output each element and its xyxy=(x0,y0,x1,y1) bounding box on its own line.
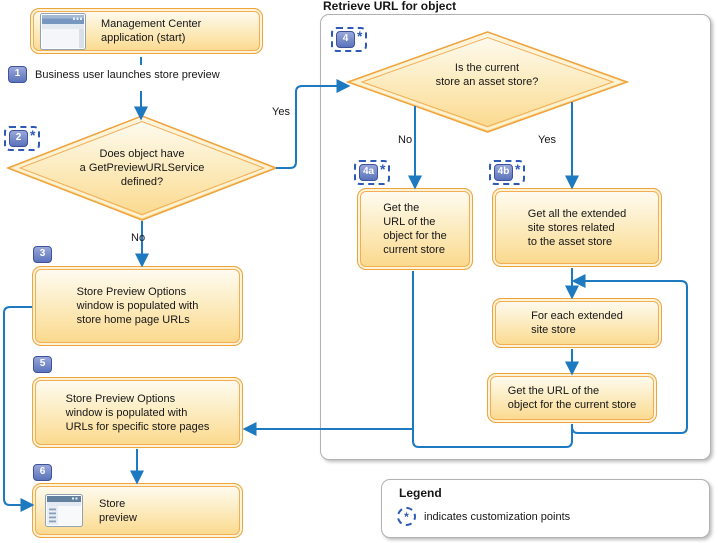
step-badge-4: 4 xyxy=(336,31,355,48)
edge-label-yes: Yes xyxy=(538,134,556,146)
node-for-each-extended-site-store: For each extended site store xyxy=(492,298,662,348)
node-get-url-object-current-store: Get the URL of the object for the curren… xyxy=(487,373,657,423)
step-badge-2: 2 xyxy=(9,130,28,147)
step-badge-4a: 4a xyxy=(359,164,378,181)
edge-label-no: No xyxy=(398,134,413,146)
step1-row: 1 Business user launches store preview xyxy=(8,66,220,83)
node-label: Get the URL of the object for the curren… xyxy=(507,385,637,411)
node-get-extended-site-stores: Get all the extended site stores related… xyxy=(492,188,662,267)
step-badge-1: 1 xyxy=(8,66,27,83)
step-badge-6: 6 xyxy=(33,464,52,481)
node-label: Get all the extended site stores related… xyxy=(527,207,627,248)
step1-label: Business user launches store preview xyxy=(35,68,220,81)
node-get-url-current-store: Get the URL of the object for the curren… xyxy=(357,188,473,270)
edge-label-no: No xyxy=(131,232,146,244)
decision-getpreviewurlservice-label: Does object have a GetPreviewURLService … xyxy=(79,148,205,188)
customization-asterisk: * xyxy=(357,28,363,44)
edge-label-yes: Yes xyxy=(272,106,290,118)
edge-box3-to-box6 xyxy=(3,306,35,512)
legend-item-label: indicates customization points xyxy=(424,510,571,523)
browser-window-icon xyxy=(45,494,83,527)
node-label: Store Preview Options window is populate… xyxy=(65,392,210,433)
node-management-center-start: Management Center application (start) xyxy=(30,8,263,54)
decision-asset-store-label: Is the current store an asset store? xyxy=(435,62,539,88)
node-store-preview: Store preview xyxy=(32,483,243,538)
customization-point-4a: 4a * xyxy=(354,160,391,185)
legend-title: Legend xyxy=(399,486,442,500)
customization-point-4b: 4b * xyxy=(489,160,526,185)
legend-box: Legend * indicates customization points xyxy=(381,479,710,538)
retrieve-url-panel-title: Retrieve URL for object xyxy=(323,0,457,13)
customization-point-icon: * xyxy=(397,507,416,526)
step-badge-3: 3 xyxy=(33,246,52,263)
node-store-preview-options-specific-urls: Store Preview Options window is populate… xyxy=(32,377,243,448)
customization-asterisk: * xyxy=(30,127,36,143)
node-store-preview-options-home-urls: Store Preview Options window is populate… xyxy=(32,266,243,346)
customization-point-2: 2 * xyxy=(4,126,41,151)
customization-asterisk: * xyxy=(380,161,386,177)
application-window-icon xyxy=(40,12,86,50)
node-label: Store Preview Options window is populate… xyxy=(76,286,199,326)
step-badge-5: 5 xyxy=(33,356,52,373)
node-label: For each extended site store xyxy=(531,310,623,336)
step-badge-4b: 4b xyxy=(494,164,513,181)
customization-point-4: 4 * xyxy=(331,27,368,52)
node-label: Get the URL of the object for the curren… xyxy=(383,202,447,256)
customization-asterisk: * xyxy=(515,161,521,177)
node-label: Management Center application (start) xyxy=(101,18,202,44)
node-label: Store preview xyxy=(99,497,137,524)
legend-item: * indicates customization points xyxy=(397,507,570,526)
